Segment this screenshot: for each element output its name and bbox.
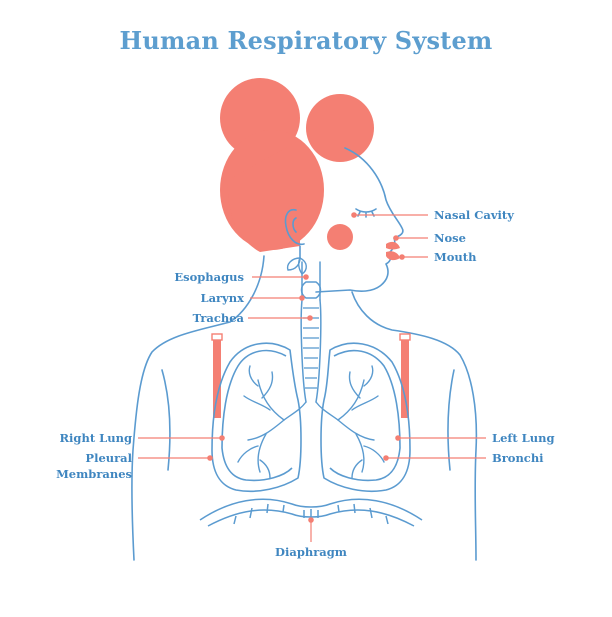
diaphragm: [199, 498, 423, 527]
airway: [300, 261, 322, 403]
label-nose: Nose: [434, 231, 466, 245]
label-larynx: Larynx: [201, 291, 245, 305]
labels: Nasal Cavity Nose Mouth Esophagus Larynx…: [56, 208, 554, 559]
label-mouth: Mouth: [434, 250, 477, 264]
label-nasal-cavity: Nasal Cavity: [434, 208, 514, 222]
label-trachea: Trachea: [193, 311, 245, 325]
label-bronchi: Bronchi: [492, 451, 544, 465]
label-esophagus: Esophagus: [174, 270, 244, 284]
bronchi-tree: [237, 365, 385, 479]
right-lung: [211, 342, 302, 493]
page-title: Human Respiratory System: [119, 26, 493, 55]
label-membranes: Membranes: [56, 467, 132, 481]
hair: [220, 78, 374, 252]
label-left-lung: Left Lung: [492, 431, 555, 445]
leader-lines: [138, 212, 486, 542]
left-lung: [320, 342, 411, 493]
straps: [211, 333, 411, 418]
body-outline: [131, 255, 478, 561]
label-right-lung: Right Lung: [60, 431, 133, 445]
label-pleural: Pleural: [85, 451, 132, 465]
cheek: [327, 224, 353, 250]
label-diaphragm: Diaphragm: [275, 545, 347, 559]
earring-icon: [286, 257, 307, 275]
lips: [386, 241, 400, 261]
